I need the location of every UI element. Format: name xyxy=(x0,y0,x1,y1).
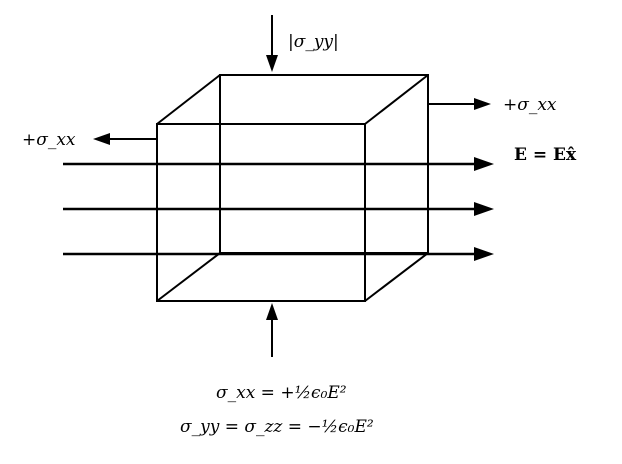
left-stress-label: +σ_xx xyxy=(22,130,76,150)
equation-sigma-xx: σ_xx = +½ϵ₀E² xyxy=(216,383,347,403)
left-stress-arrowhead xyxy=(93,133,110,145)
field-line-middle-arrowhead xyxy=(474,202,494,216)
cube-edge-bottom-left xyxy=(156,252,221,302)
top-stress-label: |σ_yy| xyxy=(288,32,339,52)
field-line-top-arrowhead xyxy=(474,157,494,171)
top-stress-arrowhead xyxy=(266,55,278,72)
cube-edge-bottom-right xyxy=(364,252,429,302)
right-stress-label: +σ_xx xyxy=(503,95,557,115)
cube-edge-top-right xyxy=(364,74,429,125)
right-stress-arrowhead xyxy=(474,98,491,110)
cube-front-face xyxy=(156,123,366,302)
field-line-bottom-arrowhead xyxy=(474,247,494,261)
bottom-stress-arrowhead xyxy=(266,303,278,320)
equation-sigma-yy-zz: σ_yy = σ_zz = −½ϵ₀E² xyxy=(180,417,374,437)
field-vector-label: E = Ex̂ xyxy=(514,145,577,165)
cube-edge-top-left xyxy=(156,74,221,125)
field-lines xyxy=(63,157,494,261)
